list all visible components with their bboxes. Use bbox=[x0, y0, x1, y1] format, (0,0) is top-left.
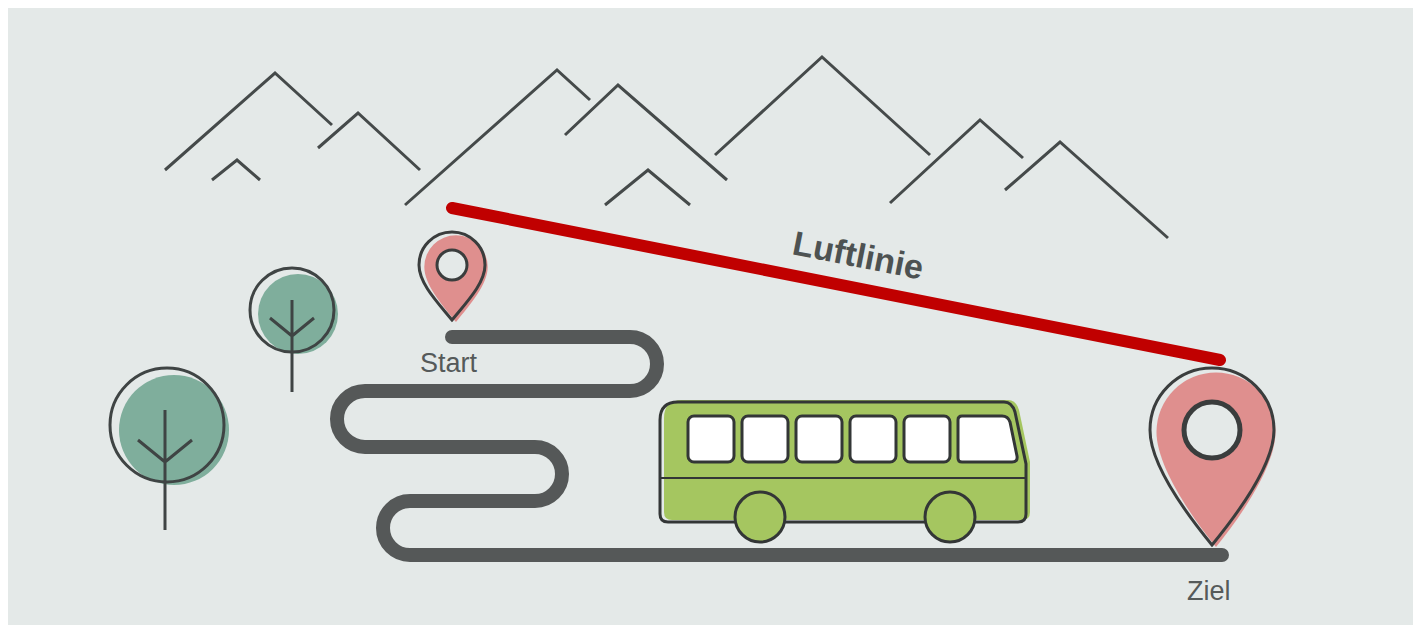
bus-windows bbox=[688, 416, 1017, 462]
road bbox=[337, 337, 1222, 555]
mountain bbox=[212, 160, 260, 180]
mountain bbox=[1005, 142, 1168, 238]
pin-fill bbox=[1156, 372, 1275, 547]
mountains bbox=[165, 57, 1168, 238]
location-pin: Start bbox=[407, 208, 497, 378]
straight-line-connector bbox=[452, 208, 1220, 360]
mountain bbox=[318, 113, 420, 170]
location-pin: Ziel bbox=[1150, 360, 1290, 610]
tree-trunk bbox=[138, 410, 192, 530]
mountain bbox=[715, 57, 930, 155]
bus bbox=[660, 400, 1030, 542]
mountain bbox=[405, 70, 590, 205]
bus-stripe bbox=[660, 477, 1026, 479]
background bbox=[8, 8, 1413, 625]
place-label: Ziel bbox=[1187, 576, 1231, 607]
bus-window bbox=[850, 416, 896, 462]
bus-wheel bbox=[925, 492, 975, 542]
mountain bbox=[165, 73, 332, 170]
place-label: Start bbox=[420, 348, 477, 379]
tree-trunk bbox=[270, 300, 314, 392]
tree bbox=[250, 268, 338, 392]
pin-hole bbox=[1184, 402, 1240, 458]
bus-window bbox=[742, 416, 788, 462]
mountain bbox=[565, 85, 727, 180]
bus-window bbox=[688, 416, 734, 462]
bus-window bbox=[958, 416, 1017, 462]
bus-fill bbox=[664, 400, 1030, 520]
pin-fill bbox=[424, 235, 487, 322]
mountain bbox=[605, 170, 690, 205]
pin-outline bbox=[1150, 368, 1274, 545]
tree bbox=[110, 368, 229, 530]
pin-outline bbox=[419, 232, 485, 320]
pin-symbol bbox=[1150, 360, 1290, 610]
tree-outline bbox=[110, 368, 224, 482]
pin-hole bbox=[437, 250, 467, 280]
bus-window bbox=[904, 416, 950, 462]
bus-wheel bbox=[735, 492, 785, 542]
mountain bbox=[890, 120, 1023, 203]
bus-window bbox=[796, 416, 842, 462]
